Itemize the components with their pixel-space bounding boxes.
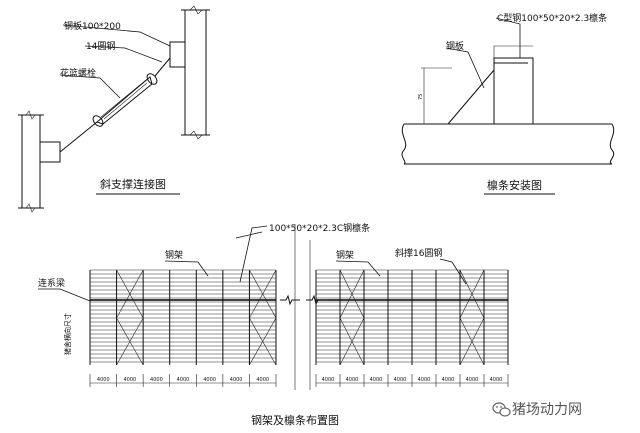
bay-dimension-right-1: 4000 xyxy=(346,377,359,383)
bay-dimension-left-0: 4000 xyxy=(97,377,110,383)
label-steel-frame-left: 钢架 xyxy=(165,249,183,261)
label-c-steel-purlin-plan: 100*50*20*2.3C钢檩条 xyxy=(269,222,370,234)
label-tie-beam: 连系梁 xyxy=(38,277,65,289)
label-diagonal-round-brace: 斜撑16圆钢 xyxy=(395,247,442,259)
label-c-steel-purlin: C型钢100*50*20*2.3檩条 xyxy=(497,12,607,24)
bay-dimension-right-3: 4000 xyxy=(394,377,407,383)
label-steel-plate: 钢板 xyxy=(446,40,464,52)
brace-line xyxy=(339,317,365,366)
watermark-text: 猪场动力网 xyxy=(512,402,582,418)
label-14-round-bar: 14圆钢 xyxy=(86,40,115,52)
plan-title: 钢架及檩条布置图 xyxy=(251,413,339,427)
c-channel-purlin xyxy=(493,45,534,124)
plan-left-half: 4000 4000 4000 4000 4000 4000 4000 xyxy=(89,269,277,387)
label-turnbuckle: 花篮螺栓 xyxy=(60,67,96,79)
brace-line xyxy=(249,317,277,366)
brace-line xyxy=(116,269,144,319)
brace-line xyxy=(459,269,485,319)
bay-dimension-left-6: 4000 xyxy=(256,377,269,383)
brace-line xyxy=(459,317,485,366)
label-pig-house-width: 猪舍横向尺寸 xyxy=(63,313,72,355)
label-steel-plate-100x200: 钢板100*200 xyxy=(64,20,121,32)
bay-dimension-right-5: 4000 xyxy=(442,377,455,383)
bay-dimension-right-6: 4000 xyxy=(466,377,479,383)
label-steel-frame-right: 钢架 xyxy=(336,249,354,261)
bay-dimension-left-3: 4000 xyxy=(177,377,190,383)
bay-dimension-left-5: 4000 xyxy=(230,377,243,383)
bay-dimension-right-0: 4000 xyxy=(322,377,335,383)
purlin-installation-detail: 75 C型钢100*50*20*2.3檩条 钢板 檩条安装图 xyxy=(401,12,615,195)
bay-dimension-right-4: 4000 xyxy=(418,377,431,383)
brace-line xyxy=(339,269,365,319)
diagonal-round-bar xyxy=(59,57,171,153)
wechat-logo-icon xyxy=(492,402,511,417)
brace-line xyxy=(249,269,277,319)
bay-dimension-left-4: 4000 xyxy=(203,377,216,383)
bay-dimension-right-7: 4000 xyxy=(490,377,503,383)
dimension-75: 75 xyxy=(418,94,424,100)
purlin-detail-title: 檩条安装图 xyxy=(487,178,542,192)
upper-column xyxy=(169,5,210,140)
height-dimension: 75 xyxy=(418,67,452,124)
lower-column xyxy=(18,110,61,213)
brace-line xyxy=(116,317,144,366)
bay-dimension-left-1: 4000 xyxy=(123,377,136,383)
brace-detail-title: 斜支撑连接图 xyxy=(100,177,166,191)
bay-dimension-left-2: 4000 xyxy=(150,377,163,383)
main-beam xyxy=(401,123,615,165)
plan-right-half: 4000 4000 4000 4000 4000 4000 4000 4000 xyxy=(315,269,509,387)
bay-dimension-right-2: 4000 xyxy=(370,377,383,383)
watermark: 猪场动力网 xyxy=(492,402,582,418)
brace-connection-detail: 钢板100*200 14圆钢 花篮螺栓 斜支撑连接图 xyxy=(18,5,210,213)
